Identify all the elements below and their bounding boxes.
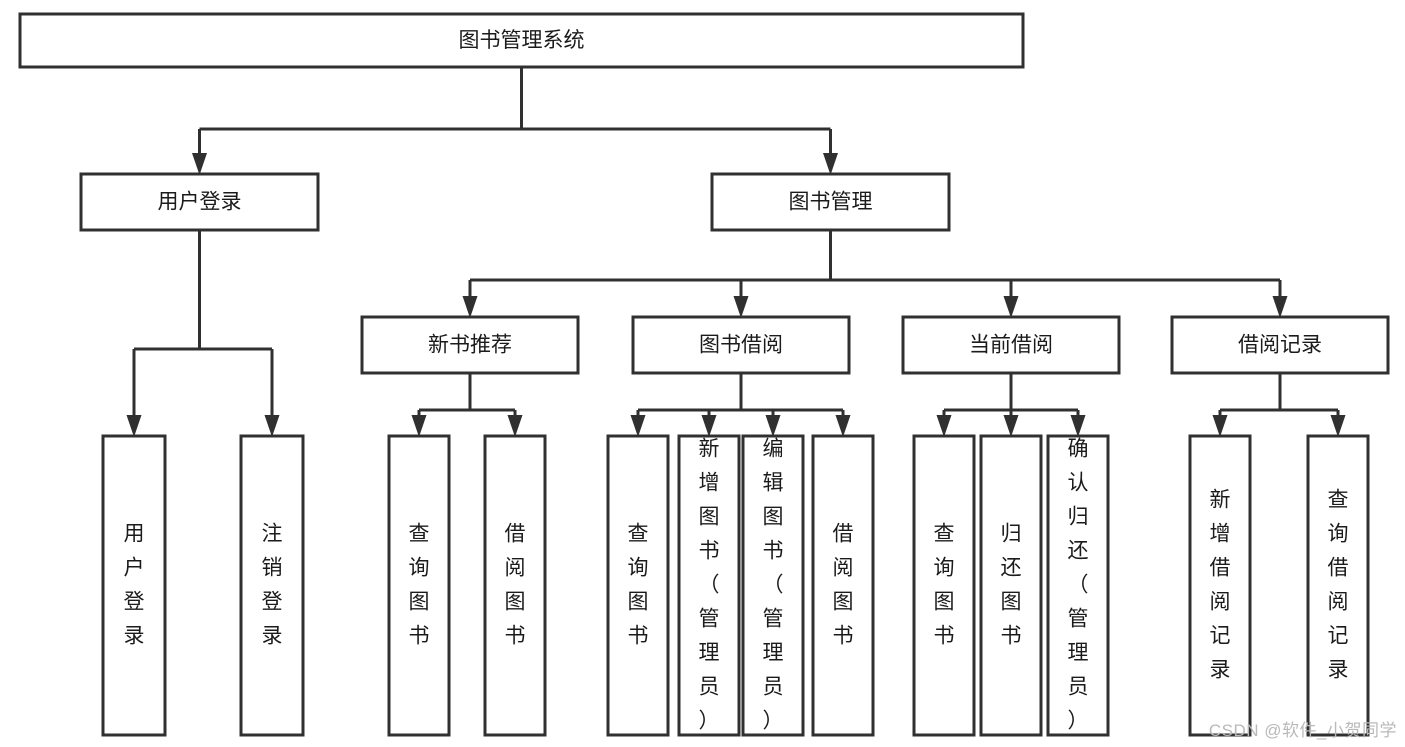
node-leaf-borrow-book-2[interactable]: 借阅图书 bbox=[811, 434, 875, 737]
node-root[interactable]: 图书管理系统 bbox=[18, 12, 1025, 69]
node-box-leaf-logout-login[interactable] bbox=[239, 434, 305, 737]
node-leaf-query-book-1[interactable]: 查询图书 bbox=[387, 434, 451, 737]
arrow-head-leaf-borrow-book-2 bbox=[835, 415, 851, 437]
node-label-leaf-add-record: 新增借阅记录 bbox=[1210, 488, 1231, 681]
node-layer: 图书管理系统用户登录图书管理新书推荐图书借阅当前借阅借阅记录用户登录注销登录查询… bbox=[18, 12, 1390, 737]
arrow-head-book-borrow bbox=[733, 296, 749, 318]
node-box-root[interactable] bbox=[18, 12, 1025, 69]
node-box-leaf-borrow-book-1[interactable] bbox=[483, 434, 547, 737]
node-label-root: 图书管理系统 bbox=[459, 29, 585, 52]
node-label-leaf-query-book-1: 查询图书 bbox=[409, 522, 430, 647]
arrow-head-leaf-return-book bbox=[1003, 415, 1019, 437]
node-leaf-query-book-3[interactable]: 查询图书 bbox=[912, 434, 976, 737]
arrow-head-leaf-logout-login bbox=[264, 415, 280, 437]
node-box-book-manage[interactable] bbox=[710, 172, 951, 232]
arrow-head-user-login bbox=[192, 153, 207, 175]
node-box-leaf-query-record[interactable] bbox=[1306, 434, 1370, 737]
arrow-head-book-manage bbox=[823, 153, 838, 175]
node-box-leaf-query-book-3[interactable] bbox=[912, 434, 976, 737]
node-leaf-logout-login[interactable]: 注销登录 bbox=[239, 434, 305, 737]
node-leaf-query-book-2[interactable]: 查询图书 bbox=[606, 434, 670, 737]
node-label-leaf-confirm-return: 确认归还（管理员） bbox=[1068, 437, 1089, 732]
node-label-current-borrow: 当前借阅 bbox=[969, 334, 1053, 357]
node-label-book-manage: 图书管理 bbox=[789, 191, 873, 214]
node-label-new-book-recommend: 新书推荐 bbox=[428, 334, 512, 357]
arrow-head-leaf-add-book bbox=[701, 415, 717, 437]
arrow-head-leaf-add-record bbox=[1212, 415, 1228, 437]
arrow-head-leaf-query-record bbox=[1330, 415, 1346, 437]
arrow-head-current-borrow bbox=[1003, 296, 1019, 318]
node-label-leaf-query-book-3: 查询图书 bbox=[934, 522, 955, 647]
node-book-manage[interactable]: 图书管理 bbox=[710, 172, 951, 232]
node-box-borrow-record[interactable] bbox=[1170, 315, 1390, 375]
node-box-current-borrow[interactable] bbox=[901, 315, 1121, 375]
node-box-leaf-confirm-return[interactable] bbox=[1046, 434, 1110, 737]
node-label-leaf-borrow-book-2: 借阅图书 bbox=[833, 522, 854, 647]
node-box-leaf-edit-book[interactable] bbox=[741, 434, 805, 737]
node-box-leaf-user-login[interactable] bbox=[101, 434, 167, 737]
node-label-user-login: 用户登录 bbox=[158, 191, 242, 214]
node-label-borrow-record: 借阅记录 bbox=[1238, 334, 1322, 357]
node-book-borrow[interactable]: 图书借阅 bbox=[631, 315, 851, 375]
node-leaf-query-record[interactable]: 查询借阅记录 bbox=[1306, 434, 1370, 737]
node-box-book-borrow[interactable] bbox=[631, 315, 851, 375]
node-label-book-borrow: 图书借阅 bbox=[699, 334, 783, 357]
arrow-head-leaf-query-book-2 bbox=[630, 415, 646, 437]
arrow-head-leaf-confirm-return bbox=[1070, 415, 1086, 437]
node-box-leaf-query-book-2[interactable] bbox=[606, 434, 670, 737]
arrow-head-new-book-recommend bbox=[462, 296, 478, 318]
arrow-head-leaf-query-book-3 bbox=[936, 415, 952, 437]
node-leaf-borrow-book-1[interactable]: 借阅图书 bbox=[483, 434, 547, 737]
node-borrow-record[interactable]: 借阅记录 bbox=[1170, 315, 1390, 375]
node-new-book-recommend[interactable]: 新书推荐 bbox=[360, 315, 580, 375]
node-label-leaf-query-book-2: 查询图书 bbox=[628, 522, 649, 647]
node-box-leaf-add-book[interactable] bbox=[677, 434, 741, 737]
connector-layer bbox=[126, 67, 1346, 437]
arrow-head-leaf-borrow-book-1 bbox=[507, 415, 523, 437]
node-box-user-login[interactable] bbox=[79, 172, 320, 232]
node-label-leaf-query-record: 查询借阅记录 bbox=[1328, 488, 1349, 681]
node-leaf-user-login[interactable]: 用户登录 bbox=[101, 434, 167, 737]
node-box-leaf-add-record[interactable] bbox=[1188, 434, 1252, 737]
node-leaf-add-record[interactable]: 新增借阅记录 bbox=[1188, 434, 1252, 737]
node-leaf-return-book[interactable]: 归还图书 bbox=[979, 434, 1043, 737]
node-label-leaf-edit-book: 编辑图书（管理员） bbox=[763, 437, 784, 732]
arrow-head-leaf-user-login bbox=[126, 415, 142, 437]
node-box-leaf-return-book[interactable] bbox=[979, 434, 1043, 737]
node-leaf-add-book[interactable]: 新增图书（管理员） bbox=[677, 434, 741, 737]
arrow-head-leaf-query-book-1 bbox=[411, 415, 427, 437]
node-leaf-edit-book[interactable]: 编辑图书（管理员） bbox=[741, 434, 805, 737]
node-label-leaf-logout-login: 注销登录 bbox=[262, 522, 283, 647]
node-box-new-book-recommend[interactable] bbox=[360, 315, 580, 375]
node-user-login[interactable]: 用户登录 bbox=[79, 172, 320, 232]
node-label-leaf-borrow-book-1: 借阅图书 bbox=[505, 522, 526, 647]
arrow-head-leaf-edit-book bbox=[765, 415, 781, 437]
node-box-leaf-query-book-1[interactable] bbox=[387, 434, 451, 737]
arrow-head-borrow-record bbox=[1272, 296, 1288, 318]
node-leaf-confirm-return[interactable]: 确认归还（管理员） bbox=[1046, 434, 1110, 737]
node-current-borrow[interactable]: 当前借阅 bbox=[901, 315, 1121, 375]
node-box-leaf-borrow-book-2[interactable] bbox=[811, 434, 875, 737]
node-label-leaf-return-book: 归还图书 bbox=[1001, 522, 1022, 647]
node-label-leaf-add-book: 新增图书（管理员） bbox=[699, 437, 720, 732]
node-label-leaf-user-login: 用户登录 bbox=[124, 522, 145, 647]
